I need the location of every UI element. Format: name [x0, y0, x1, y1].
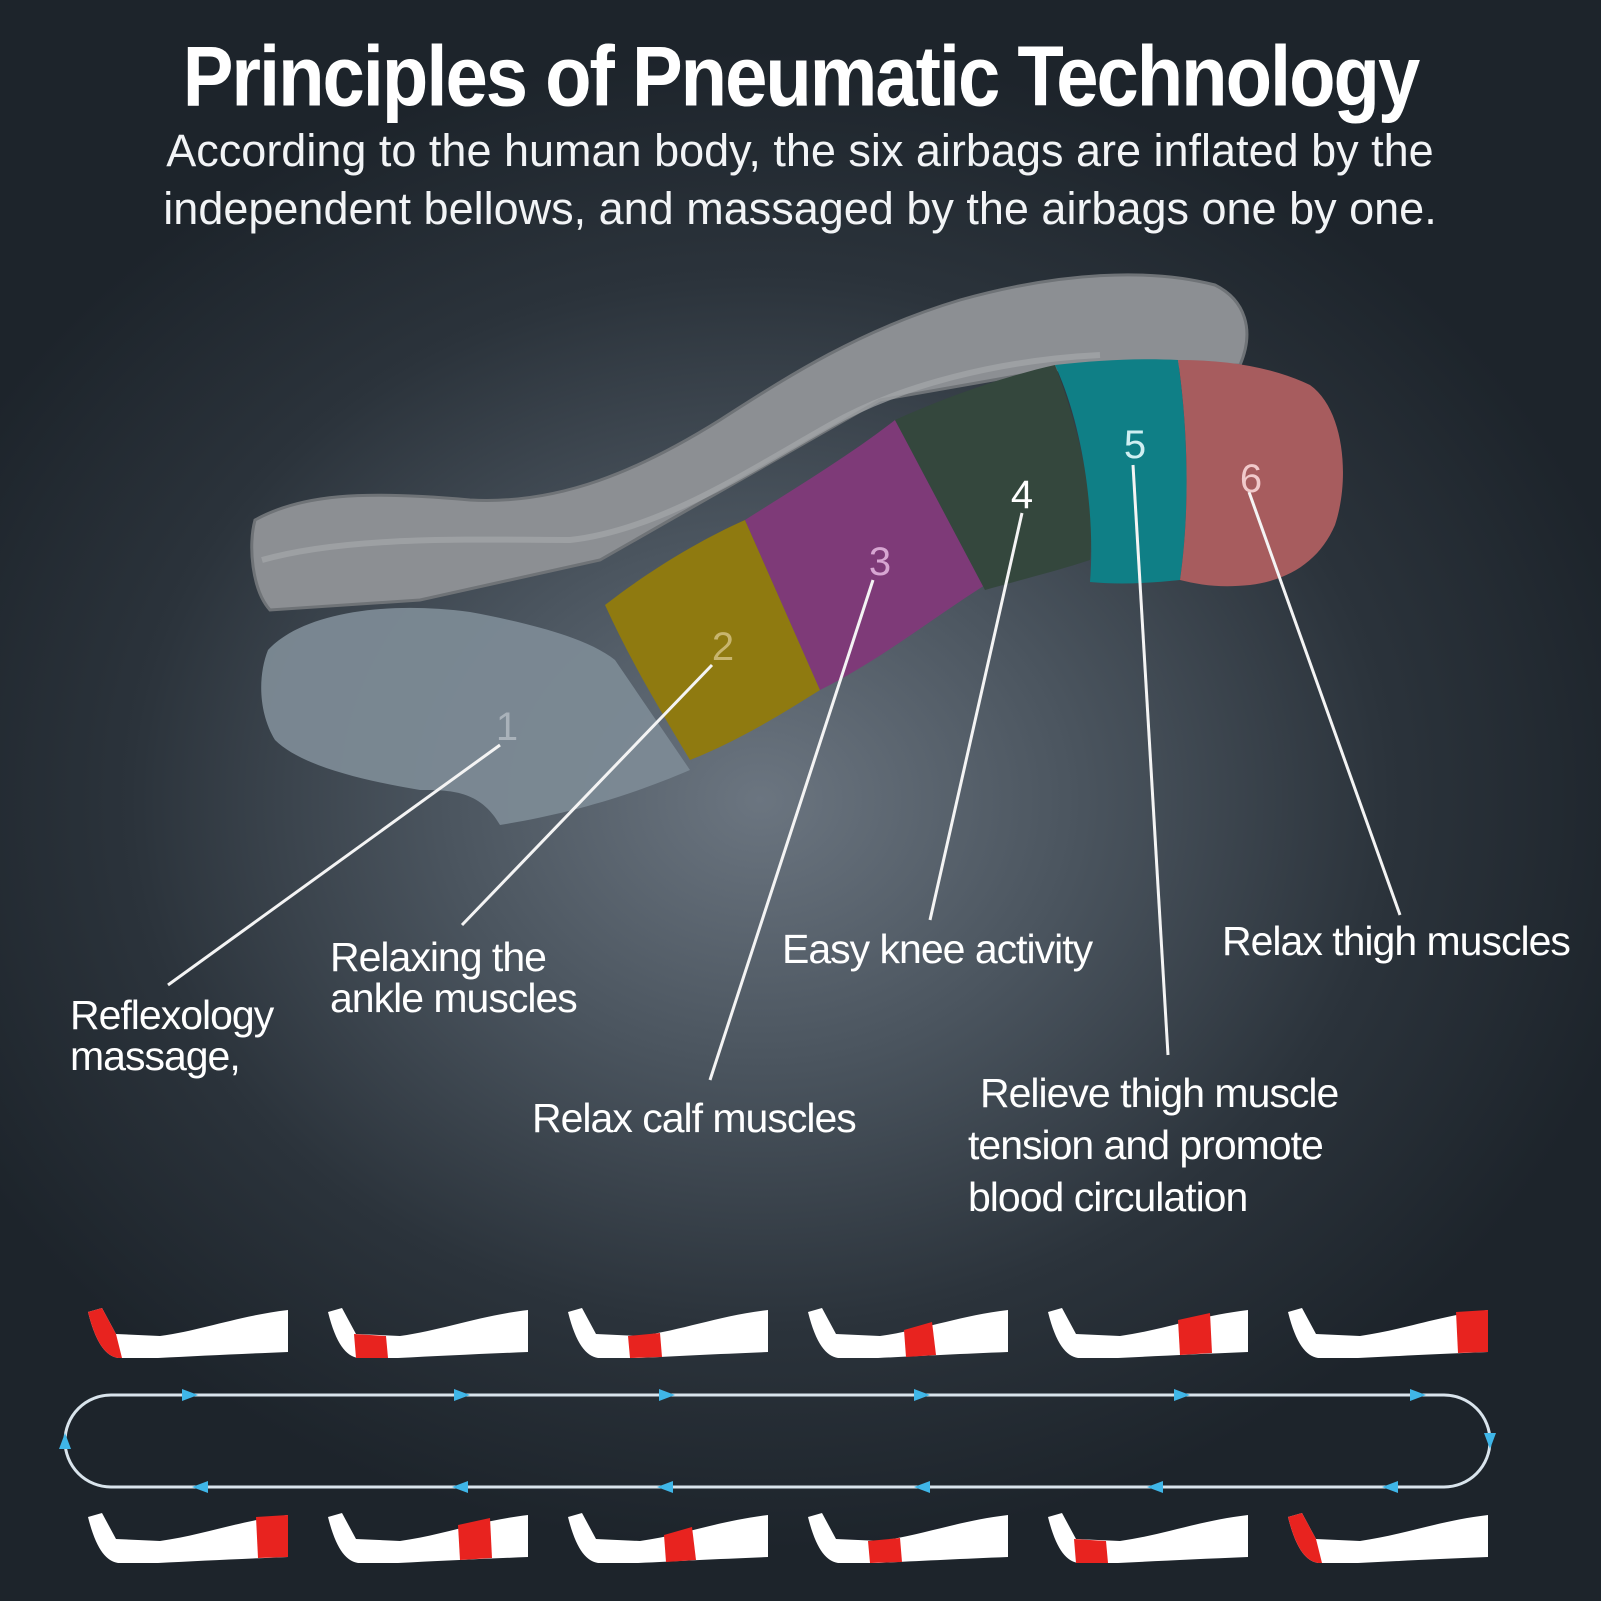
- bottom-row-leg-1-body: [88, 1513, 288, 1563]
- top-row-leg-5-body: [1048, 1308, 1248, 1358]
- airbag-number-5: 5: [1124, 423, 1146, 467]
- bottom-row-leg-4-body: [808, 1513, 1008, 1563]
- label-airbag-4: Easy knee activity: [782, 926, 1093, 972]
- top-row-leg-2: [328, 1308, 528, 1358]
- airbag-2-shape: [605, 520, 820, 760]
- label-airbag-3-line-1: Relax calf muscles: [532, 1095, 857, 1141]
- label-airbag-1: Reflexology massage,: [70, 992, 274, 1079]
- label-airbag-5-line-2: tension and promote: [968, 1122, 1324, 1168]
- bottom-row-leg-5-airbag-highlight: [1074, 1539, 1108, 1563]
- bottom-row-leg-3-airbag-highlight: [664, 1527, 696, 1562]
- flow-arrow-top-6: [1410, 1389, 1426, 1401]
- bottom-row-leg-1-airbag-highlight: [256, 1515, 288, 1558]
- airbag-5-shape: [1055, 359, 1187, 584]
- airbag-number-4: 4: [1011, 473, 1033, 517]
- flow-arrow-bottom-5: [1147, 1481, 1163, 1493]
- airbag-6-shape: [1178, 360, 1343, 587]
- top-row-leg-6-body: [1288, 1308, 1488, 1358]
- label-airbag-5-line-1: Relieve thigh muscle: [980, 1070, 1339, 1116]
- flow-arrow-left-end: [59, 1433, 71, 1449]
- leader-line-4: [928, 512, 1024, 921]
- sequence-row-bottom: [88, 1513, 1488, 1563]
- bottom-row-leg-2-body: [328, 1513, 528, 1563]
- subtitle-line-1: According to the human body, the six air…: [166, 125, 1434, 176]
- flow-arrow-top-1: [182, 1389, 198, 1401]
- bottom-row-leg-2-airbag-highlight: [458, 1518, 492, 1560]
- label-airbag-4-line-1: Easy knee activity: [782, 926, 1093, 972]
- bottom-row-leg-6: [1288, 1513, 1488, 1563]
- top-row-leg-5-airbag-highlight: [1178, 1313, 1212, 1355]
- page-subtitle: According to the human body, the six air…: [80, 122, 1520, 238]
- top-row-leg-2-airbag-highlight: [354, 1334, 388, 1358]
- bottom-row-leg-2: [328, 1513, 528, 1563]
- sequence-row-top: [88, 1308, 1488, 1358]
- top-row-leg-3-airbag-highlight: [628, 1333, 662, 1358]
- flow-arrow-top-3: [659, 1389, 675, 1401]
- flow-arrow-top-5: [1174, 1389, 1190, 1401]
- top-row-leg-4-airbag-highlight: [904, 1322, 936, 1357]
- flow-arrow-bottom-3: [657, 1481, 673, 1493]
- label-airbag-1-line-1: Reflexology: [70, 992, 274, 1038]
- leader-line-5: [1131, 464, 1170, 1056]
- label-airbag-6-line-1: Relax thigh muscles: [1222, 918, 1571, 964]
- leader-line-6: [1247, 491, 1402, 916]
- top-row-leg-3-body: [568, 1308, 768, 1358]
- flow-arrows: [59, 1389, 1496, 1493]
- label-airbag-1-line-2: massage,: [70, 1033, 241, 1079]
- leader-lines: [167, 464, 1402, 1081]
- airbag-number-6: 6: [1240, 457, 1262, 501]
- flow-arrow-right-end: [1484, 1433, 1496, 1449]
- flow-arrow-top-4: [914, 1389, 930, 1401]
- bottom-row-leg-5: [1048, 1513, 1248, 1563]
- label-airbag-5: Relieve thigh muscle tension and promote…: [968, 1067, 1339, 1223]
- bottom-row-leg-1: [88, 1513, 288, 1563]
- bottom-row-leg-6-body: [1288, 1513, 1488, 1563]
- bottom-row-leg-4: [808, 1513, 1008, 1563]
- label-airbag-2-line-1: Relaxing the: [330, 934, 547, 980]
- bottom-row-leg-6-airbag-highlight: [1288, 1513, 1322, 1563]
- flow-arrow-bottom-2: [452, 1481, 468, 1493]
- airbag-4-shape: [895, 365, 1091, 590]
- airbag-number-2: 2: [712, 625, 734, 669]
- label-airbag-2-line-2: ankle muscles: [330, 975, 578, 1021]
- label-airbag-3: Relax calf muscles: [532, 1095, 857, 1141]
- top-row-leg-1: [88, 1308, 288, 1358]
- flow-arrow-bottom-4: [914, 1481, 930, 1493]
- top-row-leg-4: [808, 1308, 1008, 1358]
- top-row-leg-6-airbag-highlight: [1456, 1310, 1488, 1353]
- top-row-leg-5: [1048, 1308, 1248, 1358]
- flow-arrow-bottom-6: [1382, 1481, 1398, 1493]
- label-airbag-2: Relaxing the ankle muscles: [330, 934, 578, 1021]
- top-row-leg-6: [1288, 1308, 1488, 1358]
- airbag-1-shape: [261, 607, 690, 825]
- label-airbag-6: Relax thigh muscles: [1222, 918, 1571, 964]
- leader-line-1: [167, 743, 501, 987]
- top-row-leg-1-body: [88, 1308, 288, 1358]
- airbag-number-1: 1: [496, 705, 518, 749]
- subtitle-line-2: independent bellows, and massaged by the…: [163, 183, 1437, 234]
- leader-line-2: [460, 663, 714, 927]
- page-title: Principles of Pneumatic Technology: [182, 29, 1421, 125]
- circulation-loop: [63, 1393, 1492, 1489]
- label-airbag-5-line-3: blood circulation: [968, 1174, 1248, 1220]
- bottom-row-leg-3: [568, 1513, 768, 1563]
- leader-line-3: [708, 579, 875, 1081]
- airbag-number-3: 3: [869, 540, 891, 584]
- top-row-leg-1-airbag-highlight: [88, 1308, 122, 1358]
- top-row-leg-3: [568, 1308, 768, 1358]
- airbag-3-shape: [745, 420, 985, 690]
- flow-arrow-bottom-1: [192, 1481, 208, 1493]
- flow-arrow-top-2: [454, 1389, 470, 1401]
- bottom-row-leg-4-airbag-highlight: [868, 1538, 902, 1563]
- leg-sleeve-back-rim: [261, 352, 1101, 563]
